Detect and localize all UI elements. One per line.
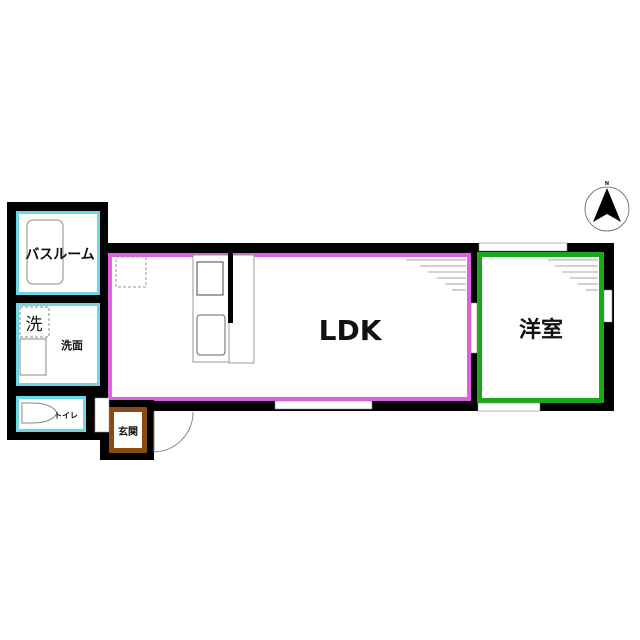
entry-door-swing (153, 411, 194, 453)
room-label-laundry: 洗 (26, 315, 43, 335)
stove-icon (196, 261, 224, 296)
washer-space (19, 306, 50, 338)
room-label-entrance: 玄関 (118, 425, 138, 438)
room-label-washroom: 洗面 (61, 338, 83, 352)
window-western-bottom (477, 402, 541, 412)
window-ldk (274, 400, 373, 410)
window-western-side (603, 289, 613, 323)
room-label-ldk: LDK (319, 314, 383, 347)
compass-north-label: N (605, 181, 609, 187)
room-label-western: 洋室 (519, 317, 563, 343)
door-ldk-western (470, 302, 478, 354)
kitchen-partition (228, 253, 233, 323)
wash-basin (19, 338, 47, 376)
compass-icon: N (584, 181, 630, 232)
bathtub (26, 219, 64, 285)
closet-hatching (406, 259, 598, 291)
window-western-top (478, 242, 568, 252)
sink-icon (196, 314, 226, 356)
toilet-bowl (21, 402, 58, 424)
room-label-bathroom: バスルーム (25, 247, 95, 263)
room-label-toilet: トイレ (54, 411, 78, 420)
fridge-space (115, 256, 147, 288)
